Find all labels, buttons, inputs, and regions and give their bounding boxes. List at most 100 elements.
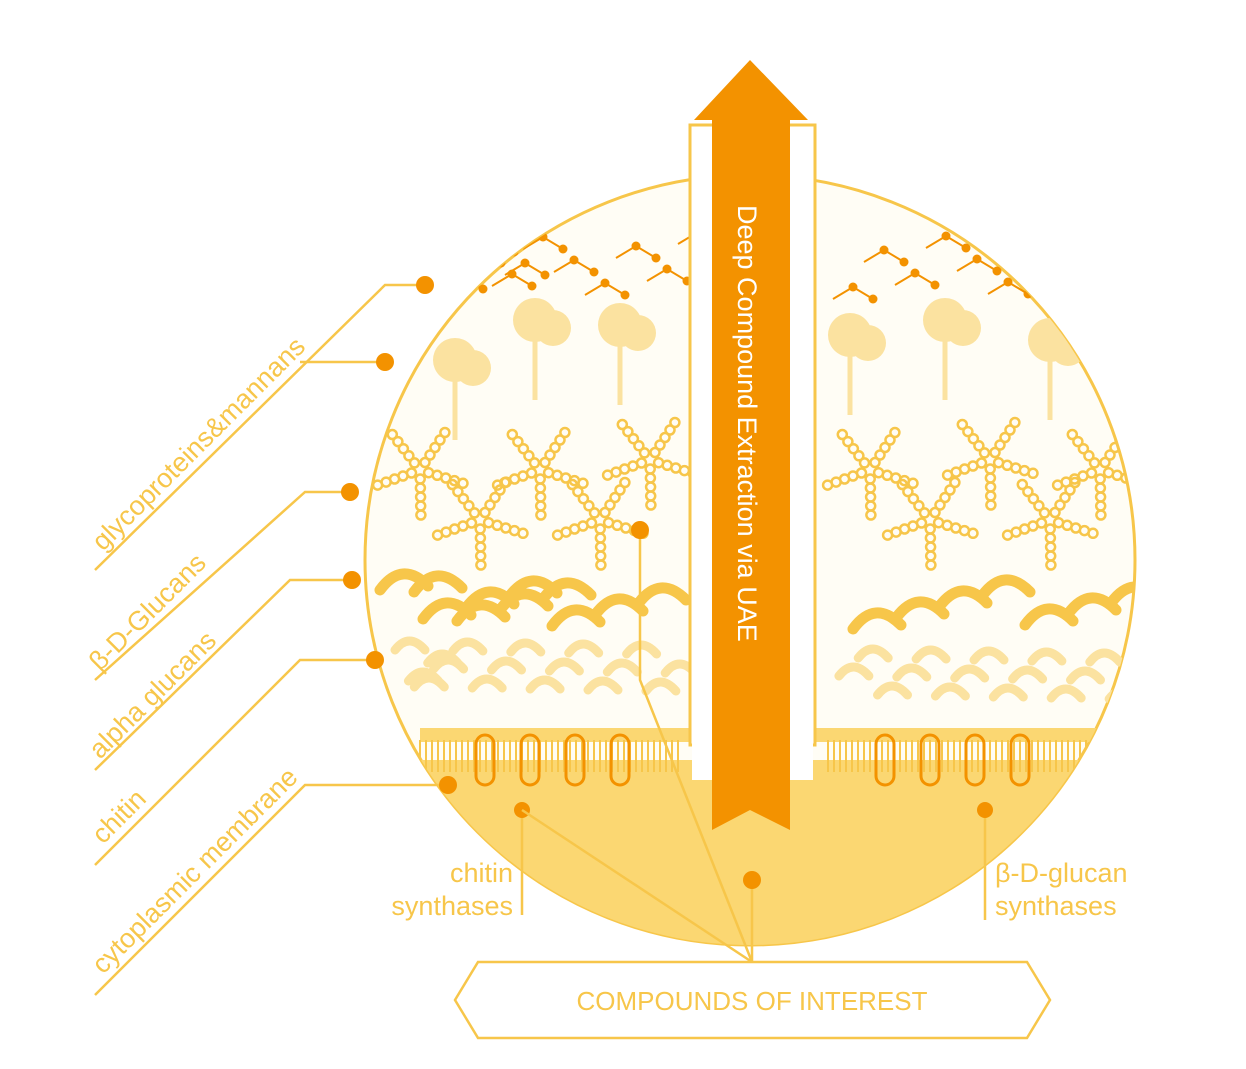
glucan-bead [978,447,991,459]
outer-layer-left [520,140,690,175]
mannan-bead [489,235,499,245]
glucan-bead [415,509,427,521]
glucan-bead [588,507,601,519]
glucan-bead [973,440,985,452]
glucan-bead [985,499,997,511]
glucan-bead [649,446,661,459]
chitin-leader-line [94,658,375,866]
alpha-glucan-chain [537,577,597,605]
glucan-bead [918,507,931,519]
glucan-bead [1001,529,1014,541]
glucan-bead [1099,456,1111,469]
glucan-bead [1077,442,1090,455]
glycoprotein-blob [455,350,491,386]
chitin-fibril [1027,647,1067,666]
glucan-bead [1087,527,1099,540]
synthase-channel [474,733,496,787]
compounds-callout: COMPOUNDS OF INTEREST [453,521,1052,1040]
mannan-bead [1054,252,1064,262]
mannan-bead [445,223,455,233]
glycoprotein-blob [945,310,981,346]
glucan-bead [539,456,551,469]
alpha-glucan-chain [408,570,468,598]
alpha-marker [343,571,361,589]
glucan-bead [535,509,547,521]
chitin-fibril [988,683,1028,702]
chitin-layer [390,636,1135,704]
glucan-bead [1095,509,1107,521]
glucan-bead [583,500,595,512]
chitin-synthases-callout: chitin synthases [391,802,530,921]
mannan-bead [1003,277,1013,287]
glycoprotein-blob [850,325,886,361]
glucan-bead [907,477,919,490]
glucan-bead [622,425,634,438]
mannan-bead [1065,263,1075,273]
mannan-bead [1116,238,1126,248]
compound-marker-2 [743,871,761,889]
glucan-bead [386,428,399,441]
glucan-bead [847,442,860,455]
chitin-fibril [641,677,681,696]
mannan-bead [1127,249,1135,259]
glucan-bead [489,491,501,504]
glucan-bead [879,441,891,454]
mannan-bead [1085,275,1095,285]
alpha-leader-line [94,578,352,771]
compound-line-1 [638,530,754,963]
glucan-bead [1083,450,1095,462]
synthase-channel [1009,733,1031,787]
mannan-bead [569,255,579,265]
mannan-bead [879,245,889,255]
chitin-fibril [892,663,932,682]
glucan-bead [925,559,937,571]
mannan-bead [476,246,486,256]
chitin-fibril [1008,665,1048,684]
glycoprotein-blob [535,310,571,346]
chitin-fibril [467,674,507,693]
mannan-bead [465,235,475,245]
chitin-fibril [506,638,546,657]
glucan-bead [523,450,535,462]
mannan-bead [930,280,940,290]
chitin-fibril [423,649,463,668]
glucan-synthase-label-1: β-D-glucan [995,858,1128,888]
mannan-strand [1018,243,1060,258]
chitin-fibril [390,636,430,655]
glucan-bead [1033,500,1045,512]
glyco-label: glycoproteins&mannans [86,331,311,556]
glucan-bead [429,441,441,454]
glucan-bead [889,426,901,439]
glucan-bead [572,485,584,498]
glycoprotein-blob [620,315,656,351]
glucan-bead [1016,478,1029,491]
glucan-bead [645,499,657,511]
mannan-bead [620,290,630,300]
glucan-bead [999,431,1011,444]
glucan-bead [941,469,954,481]
chitin-fibril [911,645,951,664]
glucan-bead [1027,467,1039,480]
glucan-bead [669,416,681,429]
glucan-bead [439,426,451,439]
synthase-channel [564,733,586,787]
beta-leader-line [94,490,350,681]
glucan-bead [956,418,969,431]
glucan-bead [896,478,909,491]
mannan-bead [540,270,550,280]
glucan-bead [419,456,431,469]
glucan-bead [609,491,621,504]
mannan-strand [1080,229,1122,244]
glucan-bead [638,447,651,459]
glucan-bead [1104,449,1116,461]
mannan-bead [478,284,488,294]
chitin-fibril [834,662,874,681]
mannan-bead [1023,289,1033,299]
glucan-bead [475,559,487,571]
glucan-bead [962,425,974,438]
glucan-bead [836,428,849,441]
compound-marker-1 [631,521,649,539]
glucan-bead [902,485,914,498]
chitin-fibril [564,639,604,658]
glucan-bead [577,492,590,505]
